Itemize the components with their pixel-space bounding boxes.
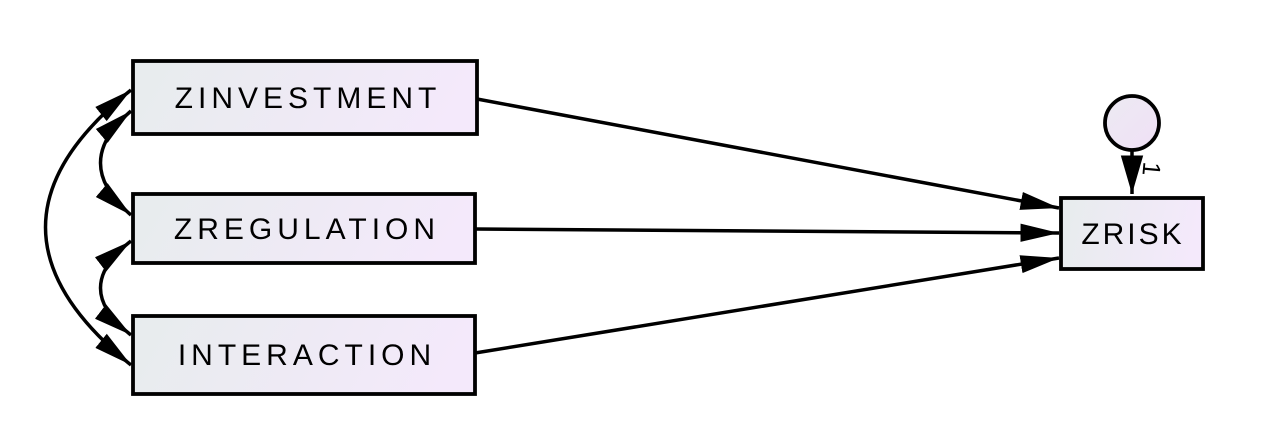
zinvestment-box[interactable]: [131, 59, 479, 136]
zinvestment-label: ZINVESTMENT: [175, 82, 442, 115]
interaction-box[interactable]: [131, 314, 477, 396]
covariance-arc-zinvestment-interaction[interactable]: [43, 88, 133, 367]
node-error-term[interactable]: [1103, 94, 1161, 152]
error-path-weight-label: 1: [1136, 161, 1165, 177]
covariance-arc-zinvestment-zregulation[interactable]: [95, 109, 133, 217]
regression-arrow-interaction-zrisk[interactable]: [474, 255, 1060, 355]
error-term-circle[interactable]: [1103, 94, 1161, 152]
covariance-arc-zregulation-interaction[interactable]: [94, 239, 133, 337]
node-zregulation[interactable]: ZREGULATION: [131, 192, 477, 265]
node-zrisk[interactable]: ZRISK: [1059, 196, 1205, 271]
zrisk-label: ZRISK: [1081, 218, 1184, 251]
zregulation-box[interactable]: [131, 192, 477, 265]
zregulation-label: ZREGULATION: [174, 213, 440, 246]
regression-arrow-zregulation-zrisk[interactable]: [474, 223, 1060, 242]
zrisk-box[interactable]: [1059, 196, 1205, 271]
regression-arrow-zinvestment-zrisk[interactable]: [476, 97, 1060, 210]
interaction-label: INTERACTION: [178, 339, 436, 372]
node-zinvestment[interactable]: ZINVESTMENT: [131, 59, 479, 136]
node-interaction[interactable]: INTERACTION: [131, 314, 477, 396]
